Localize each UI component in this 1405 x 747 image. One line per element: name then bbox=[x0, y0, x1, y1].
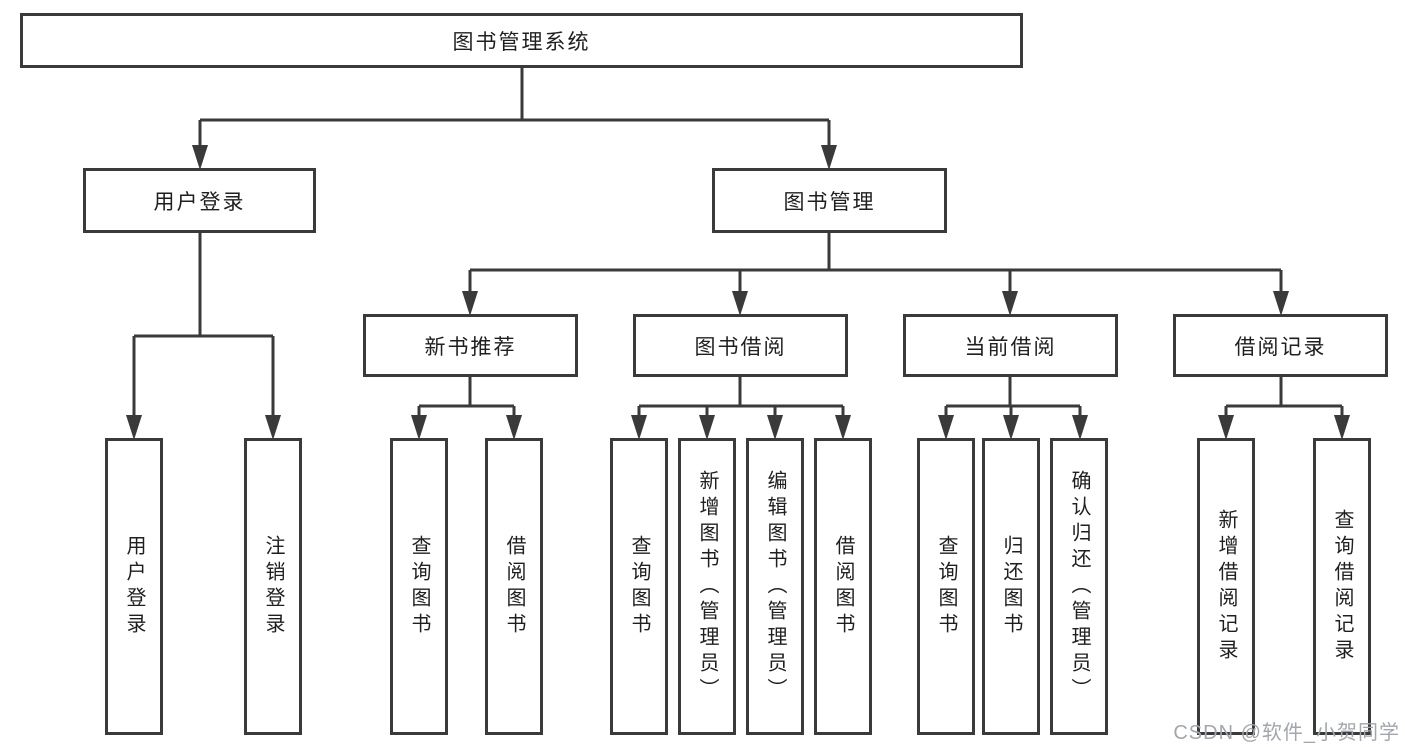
leaf-query-books-borrowing: 查询图书 bbox=[610, 438, 668, 735]
leaf-borrow-books: 借阅图书 bbox=[814, 438, 872, 735]
leaf-label: 借阅图书 bbox=[832, 534, 854, 639]
leaf-label: 查询借阅记录 bbox=[1331, 508, 1353, 665]
node-current-borrowing: 当前借阅 bbox=[903, 314, 1118, 377]
leaf-label: 新增图书（管理员） bbox=[696, 469, 718, 704]
node-label: 当前借阅 bbox=[964, 335, 1057, 359]
leaf-add-borrow-record: 新增借阅记录 bbox=[1197, 438, 1255, 735]
leaf-logout: 注销登录 bbox=[244, 438, 302, 735]
leaf-label: 查询图书 bbox=[628, 534, 650, 639]
leaf-confirm-return-admin: 确认归还（管理员） bbox=[1050, 438, 1108, 735]
leaf-label: 确认归还（管理员） bbox=[1068, 469, 1090, 704]
node-root-library-system: 图书管理系统 bbox=[20, 13, 1023, 68]
leaf-add-books-admin: 新增图书（管理员） bbox=[678, 438, 736, 735]
node-label: 图书管理 bbox=[783, 190, 876, 214]
node-label: 用户登录 bbox=[153, 190, 246, 214]
leaf-label: 归还图书 bbox=[1000, 534, 1022, 639]
node-label: 借阅记录 bbox=[1234, 335, 1327, 359]
node-user-login-branch: 用户登录 bbox=[83, 168, 316, 233]
leaf-label: 查询图书 bbox=[935, 534, 957, 639]
leaf-user-login: 用户登录 bbox=[105, 438, 163, 735]
leaf-label: 注销登录 bbox=[262, 534, 284, 639]
leaf-edit-books-admin: 编辑图书（管理员） bbox=[746, 438, 804, 735]
leaf-query-borrow-record: 查询借阅记录 bbox=[1313, 438, 1371, 735]
csdn-watermark: CSDN @软件_小贺同学 bbox=[1173, 722, 1400, 744]
node-book-management-branch: 图书管理 bbox=[712, 168, 947, 233]
leaf-query-books-current: 查询图书 bbox=[917, 438, 975, 735]
leaf-label: 借阅图书 bbox=[503, 534, 525, 639]
leaf-query-books-recommend: 查询图书 bbox=[390, 438, 448, 735]
node-book-borrowing: 图书借阅 bbox=[633, 314, 848, 377]
leaf-label: 查询图书 bbox=[408, 534, 430, 639]
node-label: 新书推荐 bbox=[424, 335, 517, 359]
node-label: 图书借阅 bbox=[694, 335, 787, 359]
node-new-book-recommendation: 新书推荐 bbox=[363, 314, 578, 377]
leaf-return-books: 归还图书 bbox=[982, 438, 1040, 735]
leaf-label: 用户登录 bbox=[123, 534, 145, 639]
node-label: 图书管理系统 bbox=[452, 30, 591, 54]
leaf-borrow-books-recommend: 借阅图书 bbox=[485, 438, 543, 735]
leaf-label: 新增借阅记录 bbox=[1215, 508, 1237, 665]
node-borrowing-records: 借阅记录 bbox=[1173, 314, 1388, 377]
leaf-label: 编辑图书（管理员） bbox=[764, 469, 786, 704]
